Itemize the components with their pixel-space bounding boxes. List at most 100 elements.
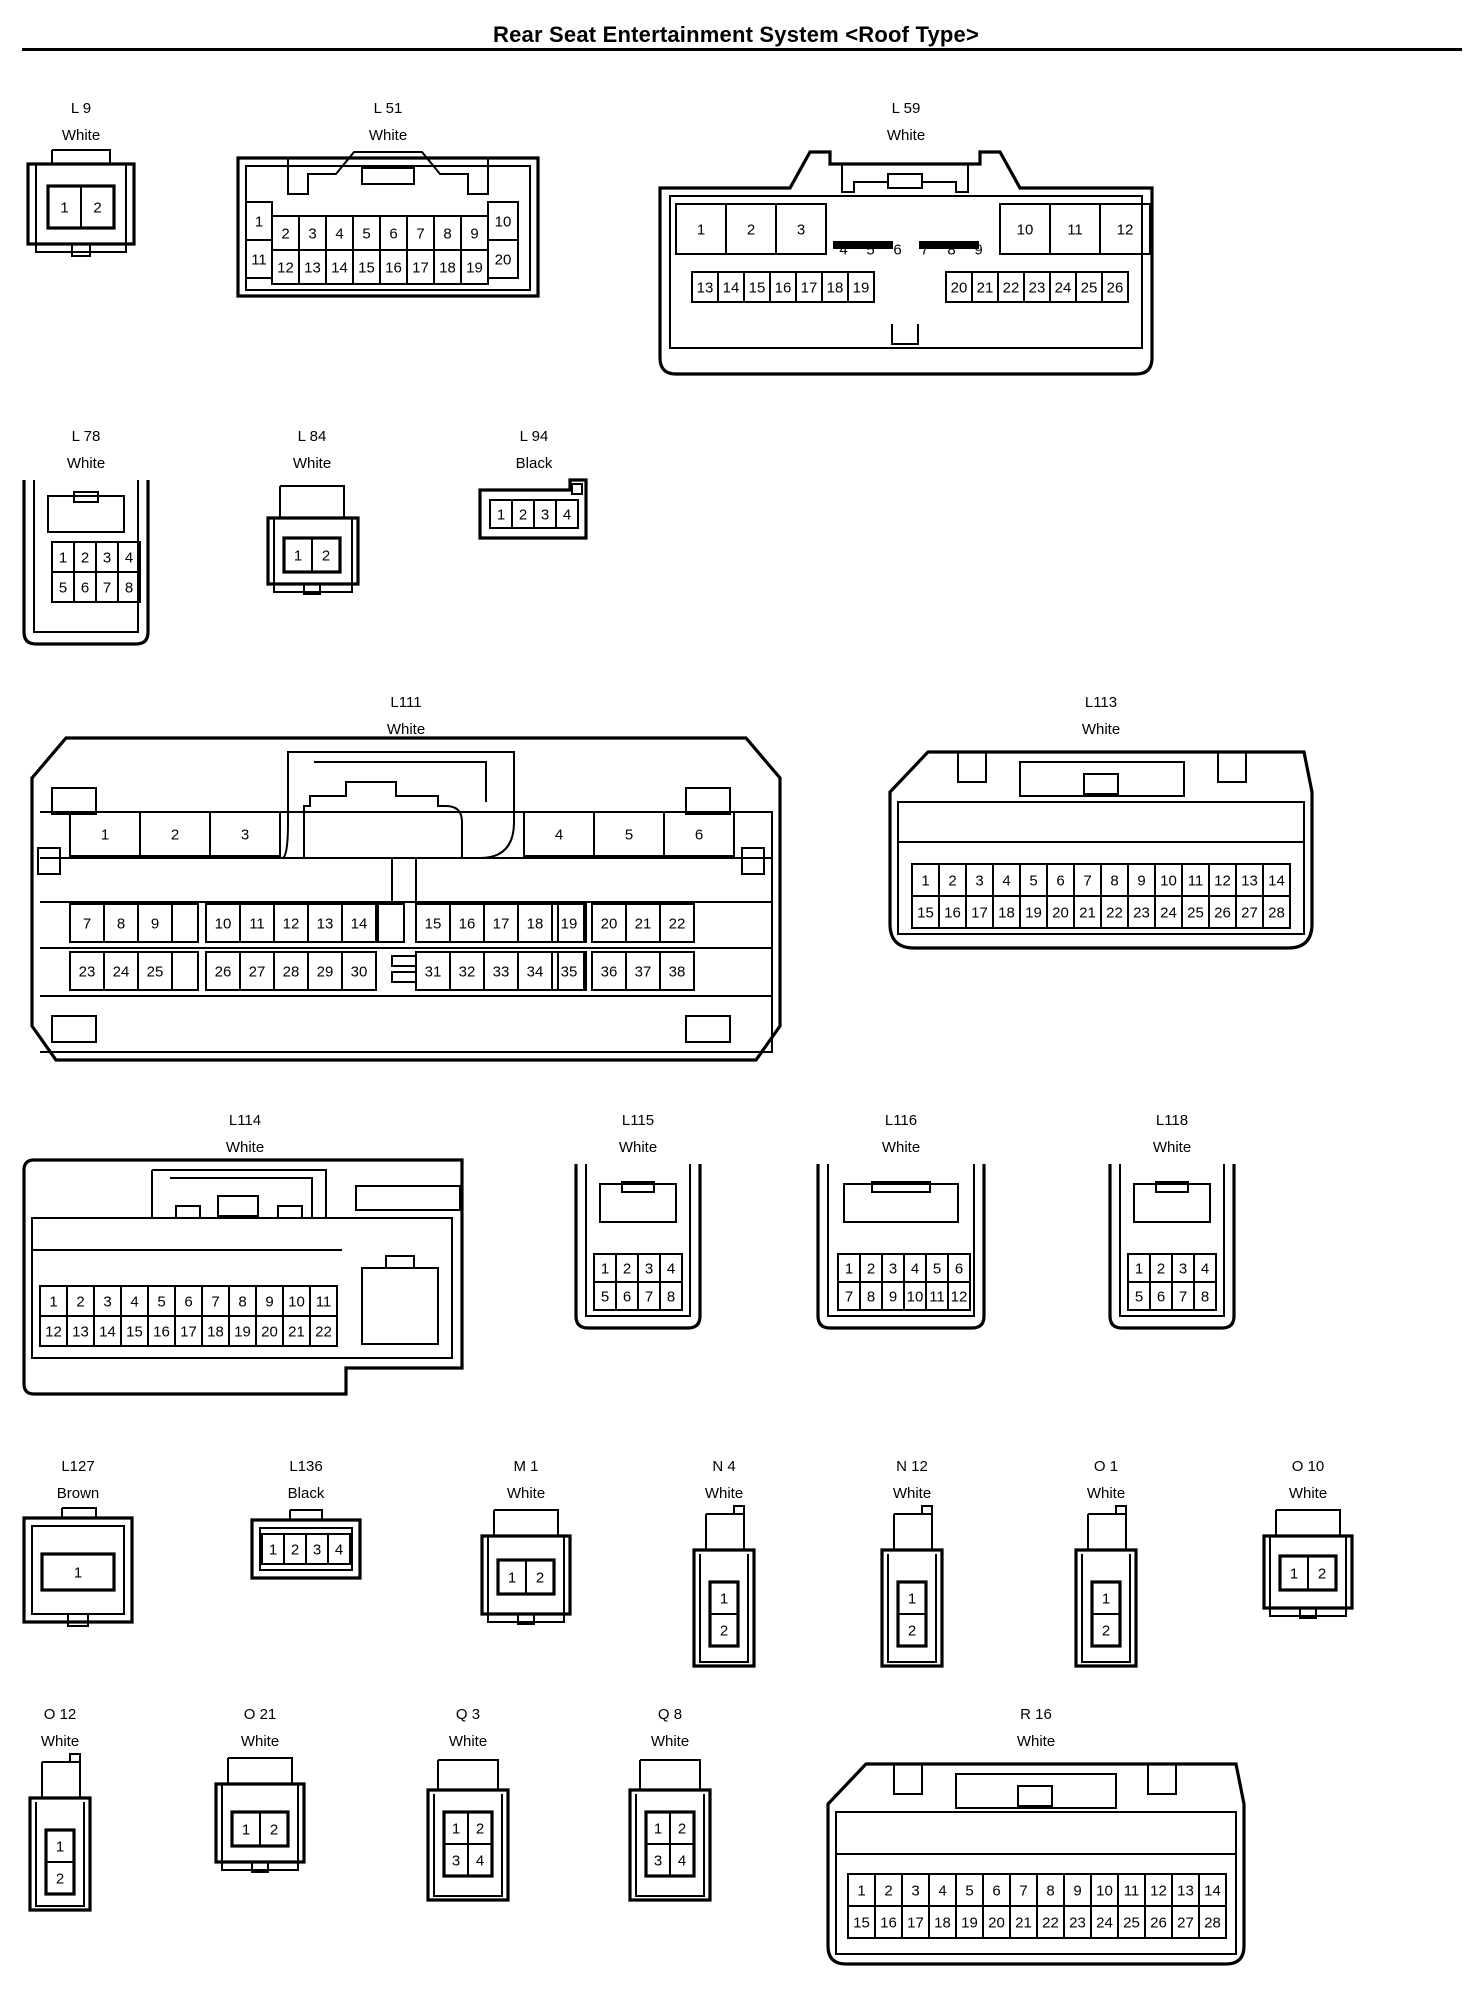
pin-number: 4 [125,550,133,567]
pin-number: 7 [103,580,111,597]
pin-number: 21 [635,916,652,933]
pin-number: 4 [130,1294,138,1311]
pin-number: 9 [265,1294,273,1311]
pin-number: 8 [1046,1883,1054,1900]
connector-color: White [1288,1485,1328,1502]
pin-number: 13 [1177,1883,1194,1900]
pin-number: 22 [1106,905,1123,922]
pin-number: 10 [288,1294,305,1311]
pin-number: 1 [601,1261,609,1278]
connector-color: White [448,1733,488,1750]
connector-color: White [386,721,426,738]
pin-number: 30 [351,964,368,981]
connector-color: Black [515,455,553,472]
pin-number: 1 [49,1294,57,1311]
pin-cell [1101,271,1129,303]
pin-number: 6 [992,1883,1000,1900]
pin-number: 16 [880,1915,897,1932]
connector-color: Black [287,1485,325,1502]
pin-number: 3 [308,226,316,243]
pin-number: 23 [1133,905,1150,922]
pin-cell [1198,1905,1227,1939]
pin-number: 18 [207,1324,224,1341]
pin-number: 1 [1290,1566,1298,1583]
pin-number: 24 [1096,1915,1113,1932]
pin-number: 1 [74,1565,82,1582]
pin-number: 21 [1015,1915,1032,1932]
pin-number: 2 [76,1294,84,1311]
pin-number: 18 [439,260,456,277]
pin-number: 2 [884,1883,892,1900]
connector-name: O 21 [243,1706,277,1723]
pin-number: 3 [541,507,549,524]
pin-number: 4 [1201,1261,1209,1278]
pin-number: 1 [857,1883,865,1900]
pin-number: 20 [495,252,512,269]
pin-number: 32 [459,964,476,981]
pin-number: 1 [921,873,929,890]
pin-number: 17 [493,916,510,933]
pin-cell [245,239,273,279]
pin-number: 12 [283,916,300,933]
pin-number: 9 [889,1289,897,1306]
pin-number: 6 [184,1294,192,1311]
pin-number: 9 [1137,873,1145,890]
pin-cell [1262,895,1291,929]
connector-name: L113 [1084,694,1118,711]
pin-cell [117,571,141,603]
pin-number: 7 [645,1289,653,1306]
pin-number: 8 [117,916,125,933]
pin-number: 5 [157,1294,165,1311]
pin-number: 1 [654,1821,662,1838]
pin-number: 1 [1102,1591,1110,1608]
connector-name: L 84 [297,428,327,445]
connector-o1-drawing: 12 [1074,1505,1138,1668]
pin-number: 20 [601,916,618,933]
pin-number: 4 [938,1883,946,1900]
connector-l127: L127 Brown 1 [22,1458,134,1638]
pin-number: 9 [1073,1883,1081,1900]
pin-number: 13 [1241,873,1258,890]
pin-number: 1 [720,1591,728,1608]
pin-number: 13 [317,916,334,933]
connector-name: L127 [61,1458,95,1475]
pin-number: 2 [281,226,289,243]
connector-name: M 1 [513,1458,539,1475]
pin-number: 4 [476,1853,484,1870]
pin-number: 13 [697,280,714,297]
pin-number: 8 [667,1289,675,1306]
pin-cell [341,903,377,943]
pin-number: 28 [1268,905,1285,922]
pin-number: 4 [911,1261,919,1278]
blank-cavity [171,903,199,943]
pin-number: 36 [601,964,618,981]
pin-number: 2 [908,1623,916,1640]
pin-number: 14 [99,1324,116,1341]
pin-cell [309,1315,338,1347]
pin-number: 5 [362,226,370,243]
pin-number: 17 [180,1324,197,1341]
pin-number: 18 [527,916,544,933]
pin-cell [41,1553,115,1591]
pin-number: 2 [270,1822,278,1839]
pin-number: 5 [1029,873,1037,890]
pin-number: 2 [867,1261,875,1278]
connector-l127-drawing: 1 [22,1507,134,1627]
pin-number: 2 [536,1570,544,1587]
